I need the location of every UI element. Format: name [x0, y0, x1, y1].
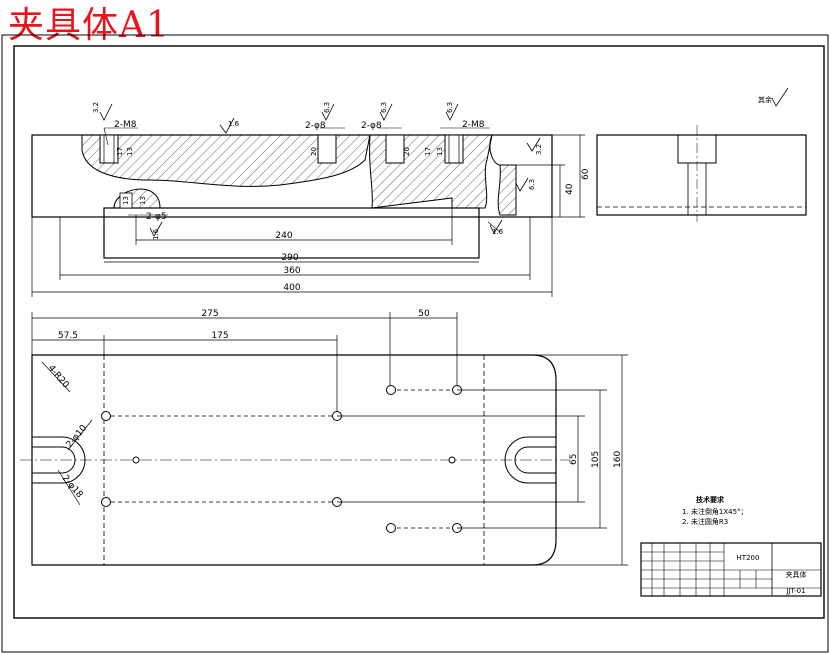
- sheet-outer-border: [1, 34, 829, 653]
- roughness-7: 6.3: [528, 179, 536, 190]
- plan-outline: [31, 354, 557, 566]
- callout-2-phi18: 2-φ18: [60, 474, 85, 501]
- callout-bore-b: 2-φ8: [361, 121, 382, 131]
- notes-heading: 技术要求: [696, 495, 725, 504]
- dim-240: 240: [275, 231, 292, 241]
- callout-2-phi10: 2-φ10: [65, 423, 90, 450]
- title-block-material: HT200: [737, 554, 760, 562]
- thread-hole-2: [444, 134, 464, 164]
- depth-5: 17: [424, 147, 432, 156]
- plan-view: [20, 312, 628, 566]
- notes-item-1: 1. 未注倒角1X45°；: [682, 507, 748, 516]
- dim-60: 60: [581, 168, 591, 180]
- dim-40: 40: [565, 183, 575, 195]
- dim-400: 400: [283, 283, 300, 293]
- side-view: [596, 125, 807, 222]
- callout-thread-right: 2-M8: [462, 120, 485, 130]
- roughness-general-symbol: [771, 87, 789, 107]
- callout-4-r20: 4-R20: [46, 364, 71, 391]
- dim-65: 65: [569, 454, 579, 465]
- callout-pin-hole: 2-φ5: [146, 212, 167, 222]
- dim-175: 175: [211, 331, 228, 341]
- title-block-part-name: 夹具体: [786, 570, 807, 579]
- bore-hole-2: [385, 134, 405, 164]
- depth-2: 13: [126, 147, 134, 156]
- thread-hole-1: [99, 134, 119, 164]
- dim-50: 50: [418, 309, 430, 319]
- callout-bore-a: 2-φ8: [305, 121, 326, 131]
- dim-57-5: 57.5: [58, 331, 78, 341]
- drawing-title: 夹具体A1: [8, 5, 170, 46]
- dim-360: 360: [283, 266, 300, 276]
- bore-hole-1: [317, 134, 337, 164]
- depth-1: 17: [116, 147, 124, 156]
- notes-item-2: 2. 未注圆角R3: [682, 517, 728, 526]
- dim-105: 105: [591, 451, 601, 468]
- roughness-3: 6.3: [323, 102, 331, 113]
- roughness-2: 1.6: [228, 120, 240, 128]
- title-block: [640, 542, 822, 597]
- depth-7: 13: [122, 196, 130, 205]
- depth-8: 13: [139, 196, 147, 205]
- roughness-9: 1.6: [492, 228, 504, 236]
- callout-thread-left: 2-M8: [114, 120, 137, 130]
- dim-275: 275: [201, 309, 218, 319]
- pin-hole-section: [119, 192, 133, 209]
- front-view: [31, 103, 585, 297]
- bottom-slot: [103, 207, 480, 259]
- sheet-inner-border: [13, 45, 825, 619]
- dim-160: 160: [613, 451, 623, 468]
- roughness-8: 1.6: [152, 228, 160, 240]
- depth-4: 20: [403, 147, 411, 156]
- roughness-general-label: 其余: [758, 95, 772, 104]
- depth-6: 13: [436, 147, 444, 156]
- roughness-5: 6.3: [446, 102, 454, 113]
- roughness-4: 6.3: [380, 102, 388, 113]
- dim-290: 290: [281, 253, 298, 263]
- depth-3: 20: [310, 147, 318, 156]
- section-hatch-step: [497, 164, 517, 216]
- roughness-6: 3.2: [535, 144, 543, 155]
- roughness-1: 3.2: [92, 102, 100, 113]
- title-block-drawing-no: JJT-01: [785, 587, 805, 595]
- section-hatch-left: [81, 134, 371, 187]
